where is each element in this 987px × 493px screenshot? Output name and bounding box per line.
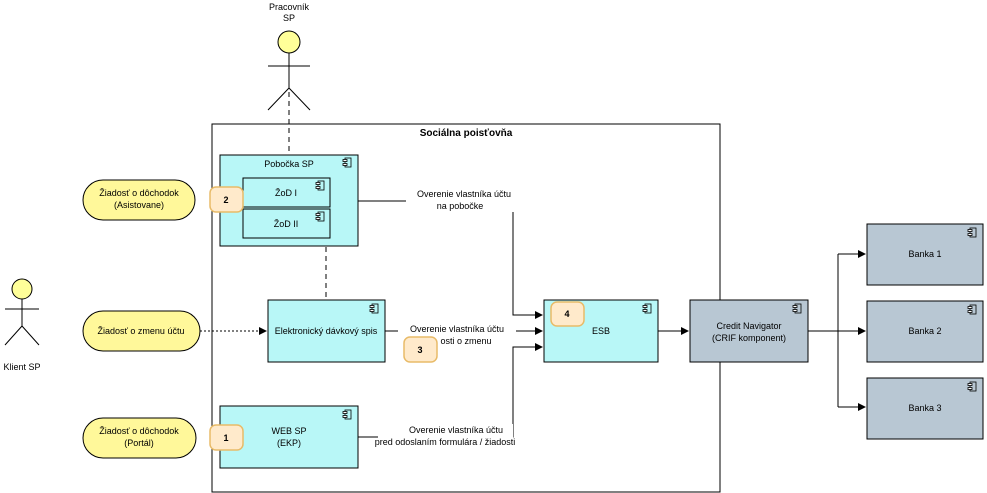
component-banka-2[interactable]: Banka 2 bbox=[866, 300, 984, 363]
component-elektronicky-davkovy-spis[interactable]: Elektronický dávkový spis bbox=[267, 299, 386, 363]
component-zod-2[interactable]: ŽoD II bbox=[242, 208, 331, 239]
step-badge-2: 2 bbox=[209, 186, 244, 213]
actor-pracovnik-label-line1: Pracovník bbox=[269, 2, 310, 12]
component-esb-label: ESB bbox=[592, 326, 610, 336]
component-banka1-label: Banka 1 bbox=[908, 249, 941, 259]
actor-head bbox=[11, 278, 33, 300]
event-asistovane-line2: (Asistovane) bbox=[114, 200, 164, 210]
component-banka-1[interactable]: Banka 1 bbox=[866, 223, 984, 286]
component-zod1-label: ŽoD I bbox=[275, 188, 297, 198]
event-portal-line2: (Portál) bbox=[124, 438, 154, 448]
actor-pracovnik-sp[interactable]: Pracovník SP bbox=[267, 2, 311, 111]
component-credit-navigator[interactable]: Credit Navigator (CRIF komponent) bbox=[689, 299, 809, 363]
component-websp-line1: WEB SP bbox=[271, 426, 306, 436]
component-pobocka-label: Pobočka SP bbox=[264, 159, 314, 169]
component-zod2-label: ŽoD II bbox=[274, 219, 299, 229]
component-banka2-label: Banka 2 bbox=[908, 326, 941, 336]
container-title: Sociálna poisťovňa bbox=[420, 128, 513, 139]
actor-body bbox=[4, 299, 40, 346]
step-badge-1-label: 1 bbox=[223, 433, 228, 443]
flow-label-zmena-line2: osti o zmenu bbox=[440, 336, 491, 346]
flow-label-web-line1: Overenie vlastníka účtu bbox=[409, 425, 503, 435]
actor-klient-label: Klient SP bbox=[3, 362, 40, 372]
flow-label-web-line2: pred odoslaním formulára / žiadosti bbox=[375, 437, 516, 447]
event-zmena-label: Žiadosť o zmenu účtu bbox=[98, 326, 185, 336]
component-zod-1[interactable]: ŽoD I bbox=[242, 177, 331, 208]
flow-label-pobocka-line2: na pobočke bbox=[437, 201, 484, 211]
step-badge-3-label: 3 bbox=[417, 345, 422, 355]
actor-body bbox=[267, 53, 311, 111]
component-websp-line2: (EKP) bbox=[277, 438, 301, 448]
event-ziadost-zmena-uctu[interactable]: Žiadosť o zmenu účtu bbox=[82, 310, 201, 352]
step-badge-2-label: 2 bbox=[223, 195, 228, 205]
step-badge-1: 1 bbox=[209, 424, 244, 451]
actor-pracovnik-label-line2: SP bbox=[283, 13, 295, 23]
flow-label-zmena-line1: Overenie vlastníka účtu bbox=[410, 324, 504, 334]
component-davkovy-label: Elektronický dávkový spis bbox=[275, 326, 378, 336]
event-asistovane-line1: Žiadosť o dôchodok bbox=[99, 188, 179, 198]
event-portal-line1: Žiadosť o dôchodok bbox=[99, 426, 179, 436]
step-badge-4: 4 bbox=[550, 301, 585, 327]
flow-label-web: Overenie vlastníka účtu pred odoslaním f… bbox=[375, 424, 516, 448]
flow-label-pobocka-line1: Overenie vlastníka účtu bbox=[417, 189, 511, 199]
flow-crif-banks bbox=[808, 254, 839, 407]
component-banka-3[interactable]: Banka 3 bbox=[866, 377, 984, 440]
component-crif-line1: Credit Navigator bbox=[716, 321, 781, 331]
flow-label-pobocka: Overenie vlastníka účtu na pobočke bbox=[406, 188, 522, 212]
actor-head bbox=[277, 30, 301, 54]
actor-klient-sp[interactable]: Klient SP bbox=[3, 278, 41, 372]
step-badge-4-label: 4 bbox=[564, 309, 569, 319]
step-badge-3: 3 bbox=[403, 336, 438, 363]
event-ziadost-portal[interactable]: Žiadosť o dôchodok (Portál) bbox=[82, 417, 197, 459]
component-crif-line2: (CRIF komponent) bbox=[712, 333, 786, 343]
event-ziadost-asistovane[interactable]: Žiadosť o dôchodok (Asistovane) bbox=[82, 179, 196, 221]
component-banka3-label: Banka 3 bbox=[908, 403, 941, 413]
